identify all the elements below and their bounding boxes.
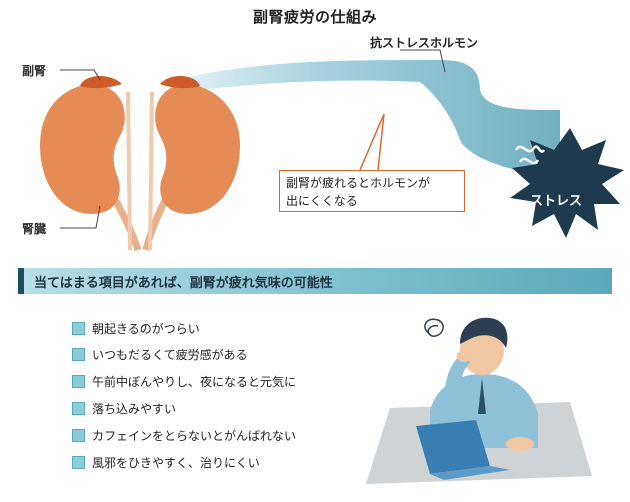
checkbox-icon: [72, 456, 85, 469]
banner-marker: [18, 268, 24, 294]
kidney-label: 腎臓: [22, 222, 47, 236]
checkbox-icon: [72, 348, 85, 361]
right-adrenal: [160, 75, 200, 89]
page-title: 副腎疲労の仕組み: [252, 8, 377, 26]
kidney-leader: [60, 205, 101, 229]
callout-pointer: [359, 113, 385, 171]
left-adrenal: [80, 75, 122, 89]
stress-burst-icon: [510, 128, 624, 238]
hair: [460, 317, 508, 348]
checklist-heading: 当てはまる項目があれば、副腎が疲れ気味の可能性: [34, 276, 333, 291]
checkbox-icon: [72, 375, 85, 388]
callout-line-1: 副腎が疲れるとホルモンが: [286, 176, 431, 190]
checkbox-icon: [72, 429, 85, 442]
tired-man-illustration: [366, 317, 592, 484]
hormone-leader: [400, 49, 446, 73]
left-kidney: [40, 84, 125, 214]
stress-scribble-icon: [424, 318, 444, 337]
stress-label: ストレス: [530, 194, 583, 209]
hormone-flow: [175, 60, 560, 175]
callout-box: [279, 170, 465, 212]
checkbox-icon: [72, 402, 85, 415]
wave-icon: [514, 145, 546, 153]
checkbox-icon: [72, 322, 85, 335]
adrenal-leader: [60, 69, 101, 81]
adrenal-diagram: [40, 49, 624, 252]
hormone-label: 抗ストレスホルモン: [370, 36, 479, 50]
arm: [444, 354, 470, 408]
callout-line-2: 出にくくなる: [286, 194, 358, 208]
checklist-banner: [18, 268, 612, 294]
laptop-illustration: [416, 420, 490, 474]
adrenal-label: 副腎: [22, 64, 47, 78]
right-kidney: [155, 84, 240, 214]
